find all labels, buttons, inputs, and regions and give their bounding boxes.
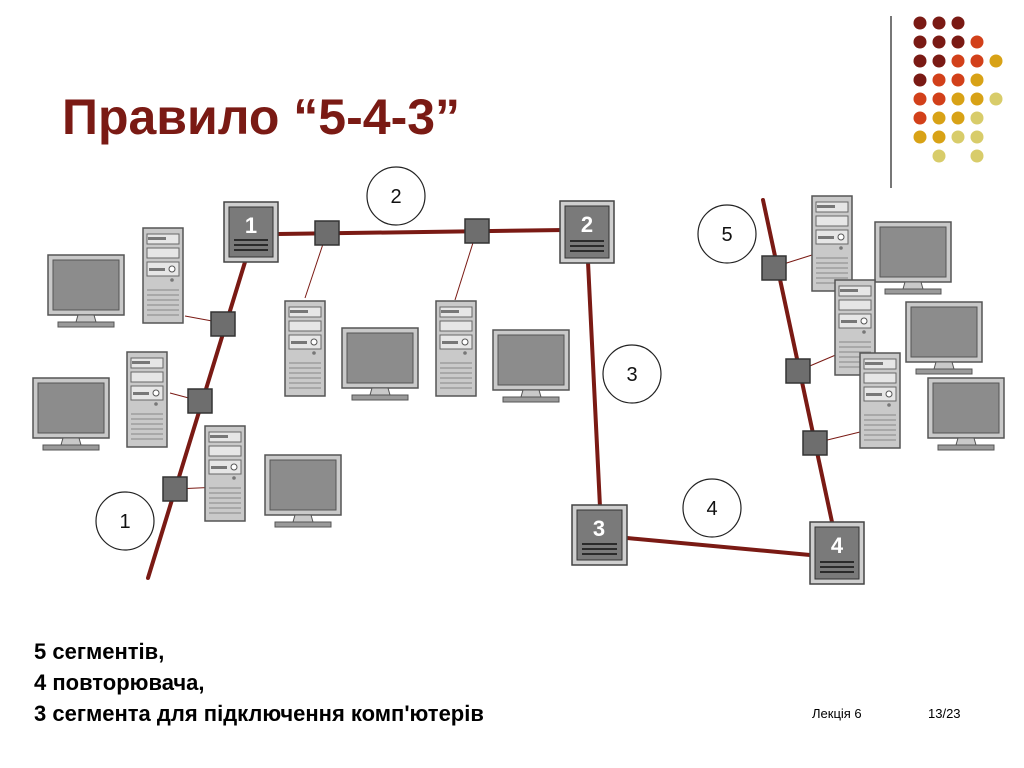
network-node-icon	[210, 311, 236, 337]
segment-circle-3	[602, 344, 662, 404]
segment-line-3	[586, 260, 602, 509]
monitor-icon	[927, 377, 1005, 451]
summary-line-repeaters: 4 повторювача,	[34, 670, 205, 695]
monitor-icon	[874, 221, 952, 295]
pc-tower-icon	[204, 425, 246, 522]
decorative-dot-grid	[913, 16, 1003, 163]
segment-label-2: 2	[390, 186, 401, 208]
slide-title: Правило “5-4-3”	[62, 89, 461, 145]
repeater-number: 2	[581, 212, 593, 237]
network-node-icon	[187, 388, 213, 414]
repeater-number: 4	[831, 533, 844, 558]
footer-lecture: Лекція 6	[812, 706, 862, 721]
segment-circle-2	[366, 166, 426, 226]
segment-label-3: 3	[626, 364, 637, 386]
network-node-icon	[785, 358, 811, 384]
segment-line-4	[625, 536, 812, 557]
repeater-2: 2	[559, 200, 615, 264]
monitor-icon	[341, 327, 419, 401]
monitor-icon	[32, 377, 110, 451]
repeater-3: 3	[571, 504, 628, 566]
network-node-icon	[162, 476, 188, 502]
repeater-number: 1	[245, 213, 257, 238]
monitor-icon	[492, 329, 570, 403]
summary-line-segments: 5 сегментів,	[34, 639, 165, 664]
segment-label-5: 5	[721, 224, 732, 246]
network-node-icon	[761, 255, 787, 281]
title-divider-line	[890, 16, 892, 188]
segment-label-4: 4	[706, 498, 717, 520]
pc-tower-icon	[142, 227, 184, 324]
network-node-icon	[314, 220, 340, 246]
segment-circle-1	[95, 491, 155, 551]
repeater-number: 3	[593, 516, 605, 541]
summary-text: 5 сегментів, 4 повторювача, 3 сегмента д…	[34, 636, 484, 729]
summary-line-computer-segments: 3 сегмента для підключення комп'ютерів	[34, 701, 484, 726]
segment-circle-4	[682, 478, 742, 538]
monitor-icon	[264, 454, 342, 528]
pc-tower-icon	[859, 352, 901, 449]
monitor-icon	[905, 301, 983, 375]
segment-label-1: 1	[119, 511, 130, 533]
repeater-4: 4	[809, 521, 865, 585]
repeater-1: 1	[223, 201, 279, 263]
segment-circle-5	[697, 204, 757, 264]
pc-tower-icon	[811, 195, 853, 292]
monitor-icon	[47, 254, 125, 328]
pc-tower-icon	[284, 300, 326, 397]
network-node-icon	[464, 218, 490, 244]
pc-tower-icon	[126, 351, 168, 448]
pc-tower-icon	[435, 300, 477, 397]
network-node-icon	[802, 430, 828, 456]
footer-page-number: 13/23	[928, 706, 961, 721]
